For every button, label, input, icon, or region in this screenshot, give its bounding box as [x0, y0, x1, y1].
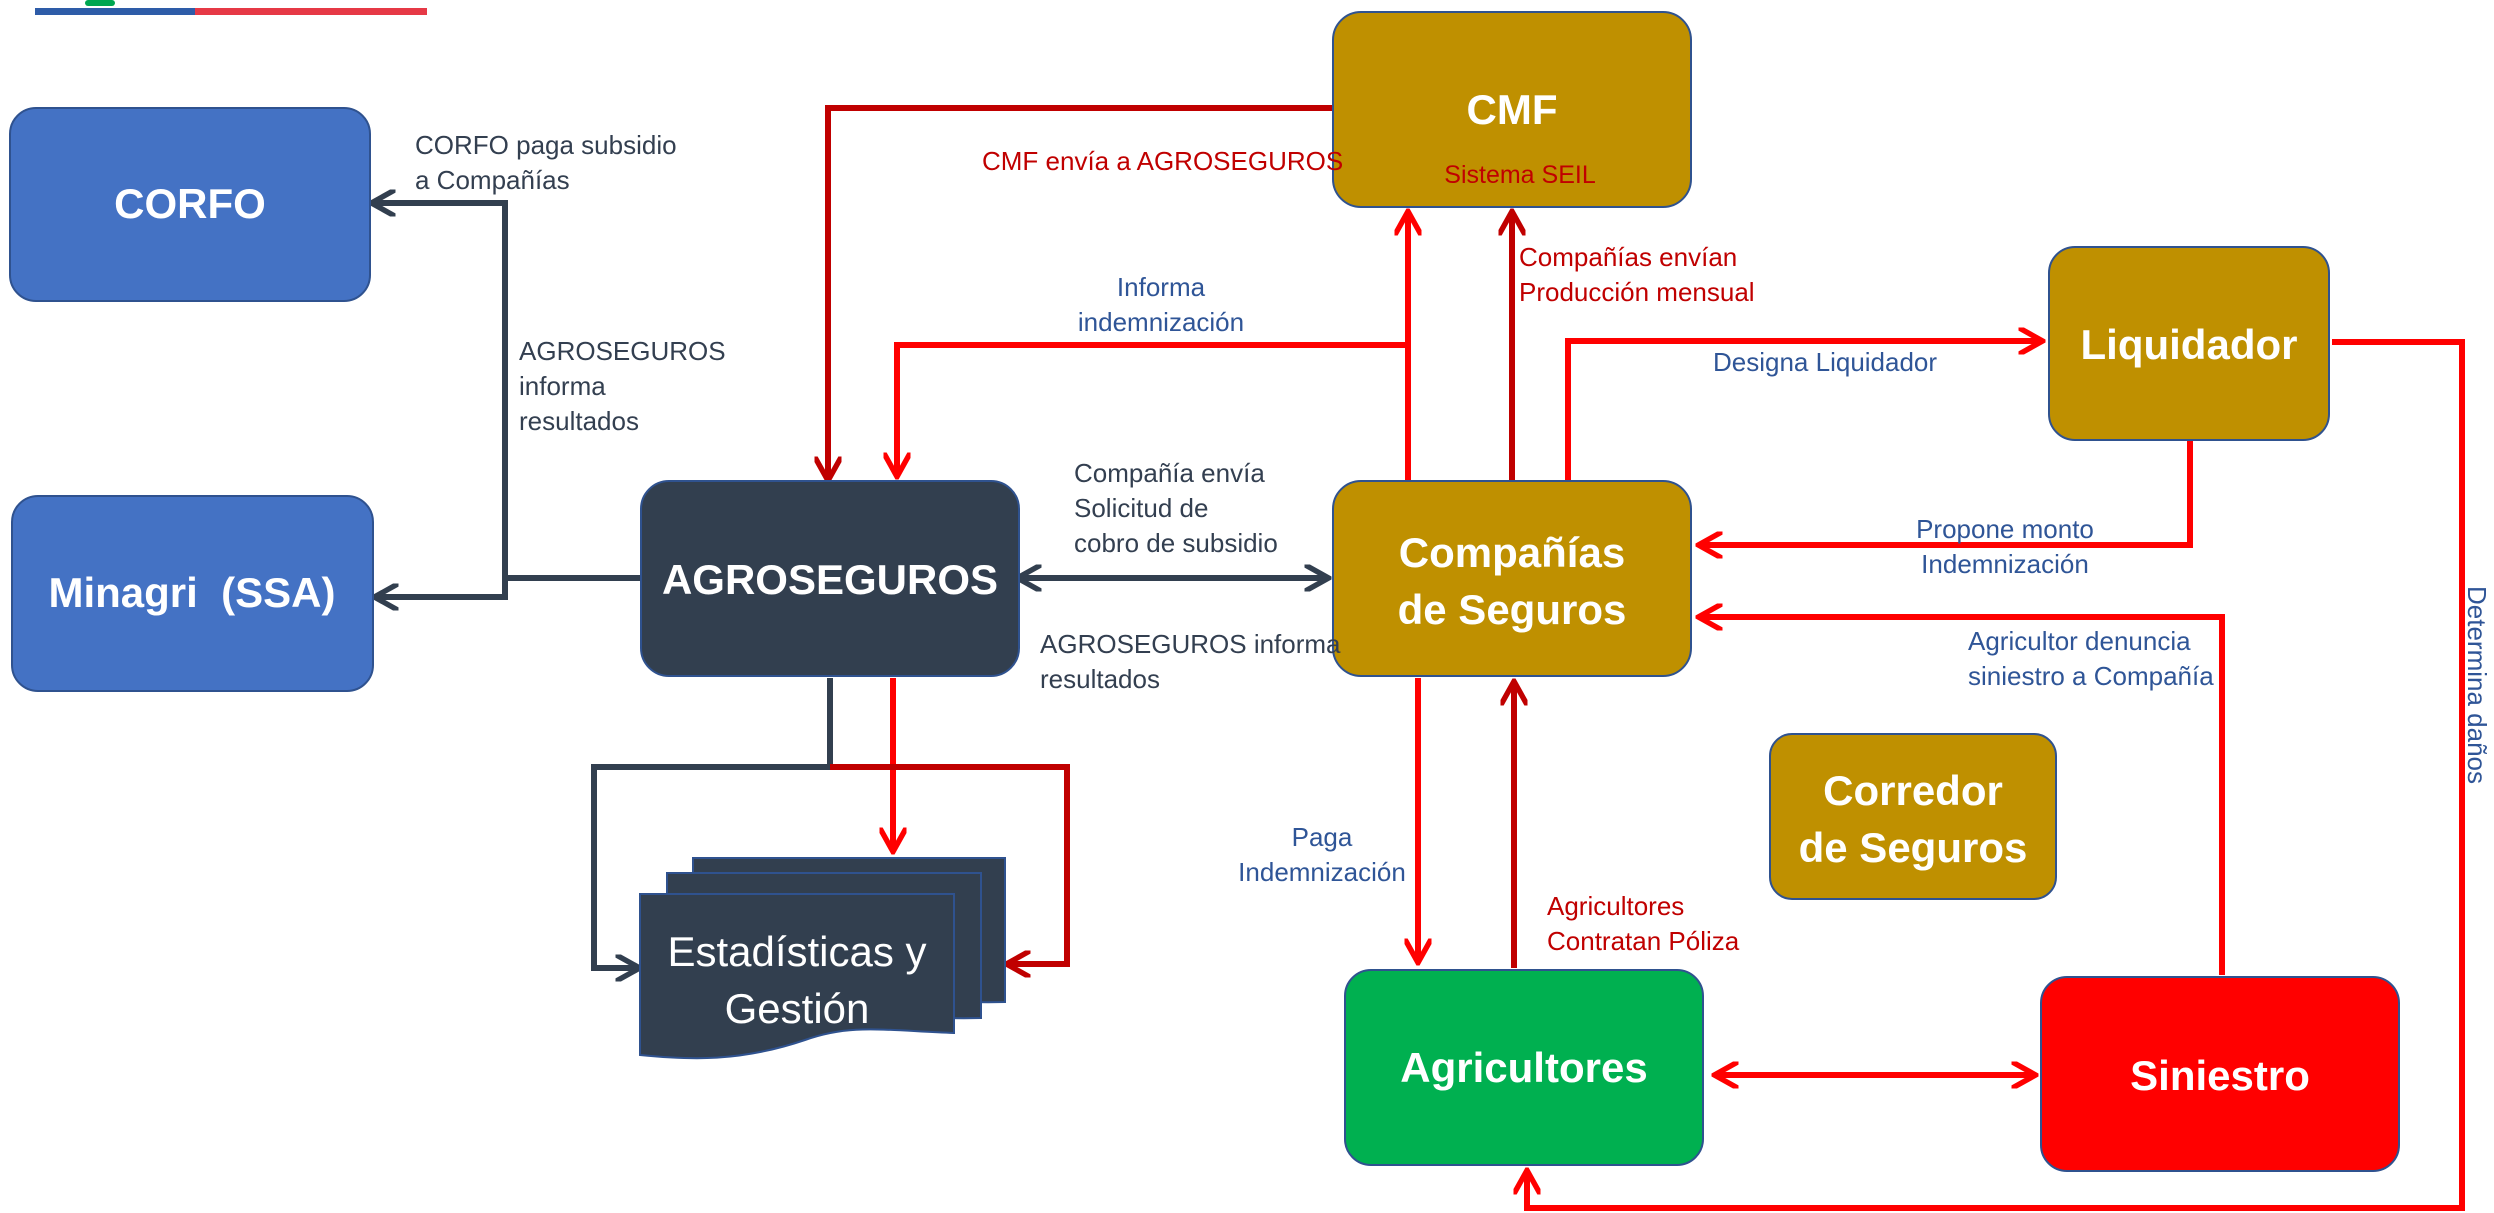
- label-determina-danos: Determina daños: [2462, 586, 2492, 784]
- logo-bar-red: [195, 8, 427, 15]
- label-agricultor-denuncia-1: Agricultor denuncia: [1968, 626, 2191, 656]
- node-agroseguros[interactable]: AGROSEGUROS: [640, 480, 1020, 677]
- label-agro-informa-left-1: AGROSEGUROS: [519, 336, 726, 366]
- arrow-informa-indemnizacion: [897, 342, 1408, 474]
- label-companias-envian-2: Producción mensual: [1519, 277, 1755, 307]
- node-agricultores[interactable]: Agricultores: [1344, 969, 1704, 1166]
- node-cmf-title: CMF: [1467, 86, 1558, 133]
- node-corfo-label: CORFO: [114, 180, 266, 227]
- label-propone-1: Propone monto: [1916, 514, 2094, 544]
- node-corredor-line2: de Seguros: [1799, 824, 2028, 871]
- label-designa-liquidador: Designa Liquidador: [1713, 347, 1937, 377]
- node-liquidador-box[interactable]: [2048, 246, 2330, 441]
- arrow-cmf-to-agroseguros: [828, 105, 1332, 478]
- arrow-designa-liquidador: [1565, 341, 2040, 480]
- label-compania-envia-1: Compañía envía: [1074, 458, 1265, 488]
- arrow-agroseguros-to-estadisticas-dark: [591, 678, 833, 968]
- label-informa-indemnizacion-2: indemnización: [1078, 307, 1244, 337]
- label-compania-envia-3: cobro de subsidio: [1074, 528, 1278, 558]
- node-siniestro[interactable]: Siniestro: [2040, 976, 2400, 1172]
- label-compania-envia-2: Solicitud de: [1074, 493, 1208, 523]
- label-agro-informa-mid-1: AGROSEGUROS informa: [1040, 629, 1341, 659]
- arrow-agricultor-denuncia: [1701, 617, 2225, 975]
- node-corredor-line1: Corredor: [1823, 767, 2003, 814]
- label-agricultor-denuncia-2: siniestro a Compañía: [1968, 661, 2214, 691]
- arrow-determina-danos: [1527, 339, 2465, 1211]
- logo-mark: [85, 0, 115, 6]
- node-corfo-box[interactable]: [9, 107, 371, 302]
- arrow-propone-monto: [1701, 441, 2193, 545]
- node-companias-line1: Compañías: [1399, 529, 1625, 576]
- node-companias[interactable]: Compañías de Seguros: [1332, 480, 1692, 677]
- node-corredor-box[interactable]: [1769, 733, 2057, 900]
- connectors: [374, 105, 2465, 1211]
- label-paga-1: Paga: [1292, 822, 1353, 852]
- label-corfo-paga-1: CORFO paga subsidio: [415, 130, 677, 160]
- node-corfo[interactable]: CORFO: [9, 107, 371, 302]
- node-agroseguros-label: AGROSEGUROS: [662, 556, 998, 603]
- node-agricultores-box[interactable]: [1344, 969, 1704, 1166]
- arrow-agroseguros-to-corfo: [374, 203, 641, 581]
- node-cmf[interactable]: CMF Sistema SEIL: [1332, 11, 1692, 208]
- edge-labels: CORFO paga subsidio a Compañías AGROSEGU…: [415, 130, 2492, 956]
- node-estadisticas[interactable]: Estadísticas y Gestión: [639, 857, 1006, 1060]
- node-agricultores-label: Agricultores: [1400, 1044, 1647, 1091]
- node-siniestro-box[interactable]: [2040, 976, 2400, 1172]
- node-companias-box[interactable]: [1332, 480, 1692, 677]
- label-paga-2: Indemnización: [1238, 857, 1406, 887]
- node-cmf-subtitle: Sistema SEIL: [1444, 161, 1596, 189]
- label-contratan-1: Agricultores: [1547, 891, 1684, 921]
- arrow-agroseguros-to-estadisticas-darkred: [830, 764, 1070, 964]
- node-corredor[interactable]: Corredor de Seguros: [1769, 733, 2057, 900]
- arrow-agroseguros-to-minagri: [377, 578, 508, 597]
- node-liquidador-label: Liquidador: [2081, 321, 2298, 368]
- label-propone-2: Indemnización: [1921, 549, 2089, 579]
- node-cmf-box[interactable]: [1332, 11, 1692, 208]
- node-agroseguros-box[interactable]: [640, 480, 1020, 677]
- node-companias-line2: de Seguros: [1398, 586, 1627, 633]
- label-agro-informa-left-3: resultados: [519, 406, 639, 436]
- node-siniestro-label: Siniestro: [2130, 1052, 2310, 1099]
- label-contratan-2: Contratan Póliza: [1547, 926, 1740, 956]
- label-informa-indemnizacion-1: Informa: [1117, 272, 1206, 302]
- logo-bar-blue: [35, 8, 195, 15]
- logo-fragment: [35, 0, 427, 15]
- label-agro-informa-mid-2: resultados: [1040, 664, 1160, 694]
- label-cmf-envia: CMF envía a AGROSEGUROS: [982, 146, 1343, 176]
- node-liquidador[interactable]: Liquidador: [2048, 246, 2330, 441]
- label-corfo-paga-2: a Compañías: [415, 165, 570, 195]
- doc-front[interactable]: [639, 893, 955, 1060]
- node-estadisticas-line1: Estadísticas y: [667, 928, 926, 975]
- label-companias-envian-1: Compañías envían: [1519, 242, 1737, 272]
- node-estadisticas-line2: Gestión: [725, 985, 870, 1032]
- label-agro-informa-left-2: informa: [519, 371, 606, 401]
- node-minagri-label: Minagri (SSA): [48, 569, 335, 616]
- node-minagri[interactable]: Minagri (SSA): [11, 495, 374, 692]
- node-minagri-box[interactable]: [11, 495, 374, 692]
